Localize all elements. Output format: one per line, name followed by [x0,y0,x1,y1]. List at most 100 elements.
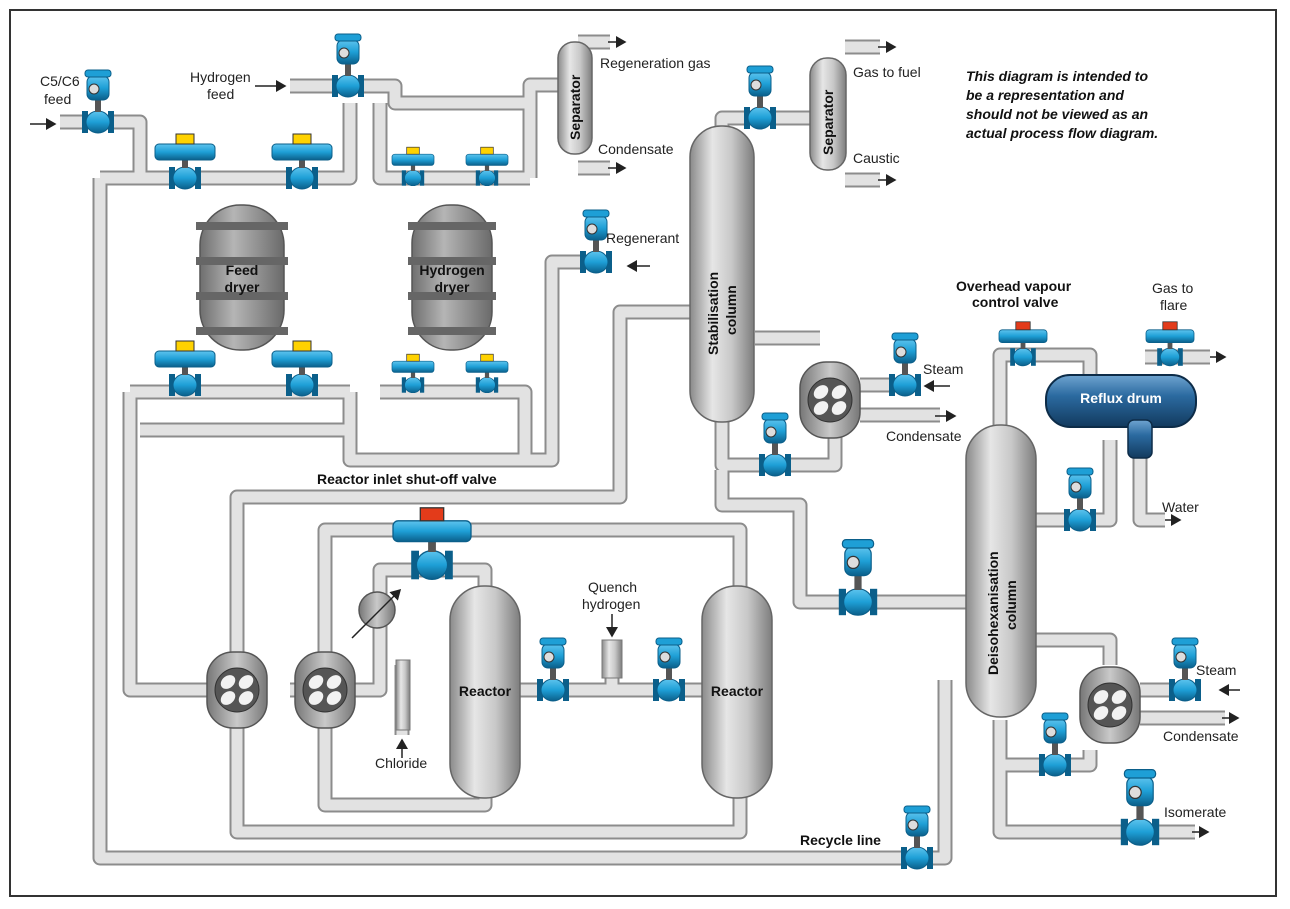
disclaimer-line-2: be a representation and [966,87,1124,103]
feed-dryer-inlet-valve-1[interactable] [154,133,216,190]
hydrogen-dryer-label-2: dryer [434,279,470,295]
recycle-line-valve[interactable] [901,805,933,870]
disclaimer-line-4: actual process flow diagram. [966,125,1158,141]
hydrogen-dryer-outlet-valve-1[interactable] [391,353,435,394]
stabiliser-bottoms-valve[interactable] [838,538,878,616]
regenerant-label: Regenerant [606,230,679,246]
dih-column-label-2: column [1003,580,1019,630]
hydrogen-dryer-inlet-valve-1[interactable] [391,146,435,187]
quench-hydrogen-label-1: Quench [588,579,637,595]
deisohexanisation-column: Deisohexanisation column [965,424,1037,718]
pipe-segment [124,392,220,696]
chloride-injector [395,659,411,731]
feed-effluent-exchanger-1 [206,651,268,729]
quench-valve-1[interactable] [537,637,569,702]
gas-to-flare-valve[interactable] [1145,321,1195,367]
stabilisation-column-label-1: Stabilisation [705,272,721,355]
gas-to-flare-label-2: flare [1160,297,1187,313]
separator-1: Separator [557,41,593,155]
pipe-segment [372,103,530,186]
separator-2: Separator [809,57,847,171]
stabiliser-reboiler-valve[interactable] [759,412,791,477]
pipe-segment [714,470,975,610]
hydrogen-dryer: Hydrogen dryer [408,204,496,351]
pipe-segment [290,79,560,109]
isomerate-valve[interactable] [1120,768,1160,846]
steam-bottom-label: Steam [1196,662,1236,678]
pipe-segment [525,256,600,466]
reflux-valve[interactable] [1064,467,1096,532]
feed-dryer-inlet-valve-2[interactable] [271,133,333,190]
pipe-segment [231,720,746,838]
steam-valve-top[interactable] [889,332,921,397]
overhead-vapour-label-1: Overhead vapour [956,278,1072,294]
diagram-frame [9,9,1277,897]
regenerant-valve[interactable] [580,209,612,274]
water-label: Water [1162,499,1199,515]
pipe-segment [994,765,1195,838]
gas-to-flare-label-1: Gas to [1152,280,1193,296]
quench-hydrogen-label-2: hydrogen [582,596,640,612]
dih-reboiler [1079,666,1141,744]
overhead-vapour-control-valve[interactable] [998,321,1048,367]
stabilisation-column: Stabilisation column [689,125,755,423]
quench-valve-2[interactable] [653,637,685,702]
reactor-2: Reactor [701,585,773,799]
pipe-segment [374,103,530,184]
chloride-label: Chloride [375,755,427,771]
flow-arrows [30,36,1240,838]
stabiliser-overhead-valve[interactable] [744,65,776,130]
steam-valve-bottom[interactable] [1169,637,1201,702]
pipe-segment [344,386,531,466]
feed-dryer-label-2: dryer [224,279,260,295]
condensate-mid-label: Condensate [886,428,962,444]
gas-to-fuel-label: Gas to fuel [853,64,921,80]
c5c6-feed-label-1: C5/C6 [40,73,80,89]
hydrogen-feed-label-1: Hydrogen [190,69,251,85]
separator-2-label: Separator [820,89,836,155]
pipe-segment [94,178,951,864]
hydrogen-feed-label-2: feed [207,86,234,102]
pipe-segment [1035,634,1116,665]
hydrogen-feed-control-valve[interactable] [332,33,364,98]
feed-control-valve[interactable] [82,69,114,134]
pipe-segment [992,765,1195,840]
overhead-vapour-label-2: control valve [972,294,1059,310]
piping-network [60,34,1225,866]
stream-labels: C5/C6 feed Hydrogen feed Regeneration ga… [40,55,1239,848]
reactor-2-label: Reactor [711,683,764,699]
dih-column-label-1: Deisohexanisation [985,551,1001,675]
feed-dryer-outlet-valve-1[interactable] [154,340,216,397]
pipe-segment [1035,440,1116,526]
reflux-drum: Reflux drum [1045,374,1197,459]
quench-hydrogen-tee [601,639,623,679]
stabiliser-reboiler [799,361,861,439]
condensate-bottom-label: Condensate [1163,728,1239,744]
reactor-inlet-shut-off-valve[interactable] [392,507,472,580]
hydrogen-dryer-outlet-valve-2[interactable] [465,353,509,394]
pipe-segment [716,470,975,608]
reactor-inlet-valve-label: Reactor inlet shut-off valve [317,471,497,487]
reactor-1-label: Reactor [459,683,512,699]
c5c6-feed-label-2: feed [44,91,71,107]
pipe-segment [330,103,356,184]
flow-indicator [351,588,402,639]
separator-1-label: Separator [567,74,583,140]
steam-top-label: Steam [923,361,963,377]
hydrogen-dryer-inlet-valve-2[interactable] [465,146,509,187]
disclaimer-line-3: should not be viewed as an [966,106,1148,122]
pipe-segment [342,384,533,468]
pipe-segment [319,524,746,690]
feed-dryer-outlet-valve-2[interactable] [271,340,333,397]
pipe-segment [231,306,700,690]
reflux-drum-label: Reflux drum [1080,390,1162,406]
stabilisation-column-label-2: column [723,285,739,335]
feed-dryer: Feed dryer [196,204,288,351]
recycle-line-label: Recycle line [800,832,881,848]
isomerate-label: Isomerate [1164,804,1226,820]
regeneration-gas-label: Regeneration gas [600,55,711,71]
pipe-segment [525,254,600,468]
dih-reboiler-valve[interactable] [1039,712,1071,777]
condensate-top-label: Condensate [598,141,674,157]
